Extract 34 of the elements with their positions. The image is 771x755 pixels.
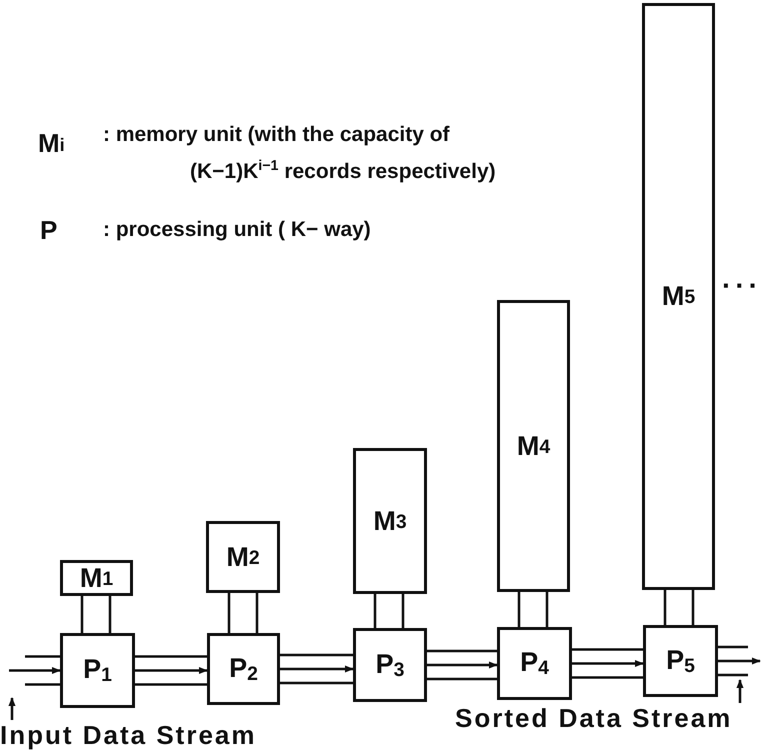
memory-unit-box <box>60 560 133 596</box>
flow-arrow <box>427 661 498 669</box>
processing-unit-box <box>353 628 427 702</box>
flow-arrow <box>718 657 761 665</box>
flow-arrow <box>280 665 354 673</box>
processing-unit-box <box>497 627 572 700</box>
flow-arrow <box>9 666 61 674</box>
processing-unit-box <box>643 625 718 697</box>
processing-unit-box <box>207 633 280 705</box>
unit-label: P$_{4}$ <box>520 647 549 680</box>
unit-label: P$_{1}$ <box>83 654 112 687</box>
stream-label: Sorted Data Stream <box>455 703 732 734</box>
key-description: : processing unit ( K− way) <box>103 217 372 243</box>
processing-unit-box <box>60 633 135 708</box>
memory-unit-box <box>353 448 427 594</box>
bus-lines <box>228 592 258 634</box>
stream-label: Input Data Stream <box>0 720 256 751</box>
memory-unit-box <box>497 300 570 592</box>
memory-unit-box <box>206 521 280 593</box>
memory-unit-box <box>642 3 715 590</box>
leader-arrow <box>8 697 16 720</box>
bus-lines <box>374 592 404 630</box>
leader-arrow <box>736 679 744 703</box>
bus-lines <box>664 588 694 626</box>
bus-lines <box>518 590 548 628</box>
flow-arrow <box>135 666 208 674</box>
unit-label: P$_{2}$ <box>229 652 258 686</box>
unit-label: P$_{3}$ <box>376 648 404 682</box>
key-description: : memory unit (with the capacity of (K−1)K$^{i−1}$ records respectively) <box>103 122 497 185</box>
key-symbol: P <box>40 215 58 246</box>
continuation-dots: ··· <box>722 270 762 302</box>
unit-label: P$_{5}$ <box>666 644 695 678</box>
flow-arrow <box>572 660 644 668</box>
bus-lines <box>80 594 112 634</box>
